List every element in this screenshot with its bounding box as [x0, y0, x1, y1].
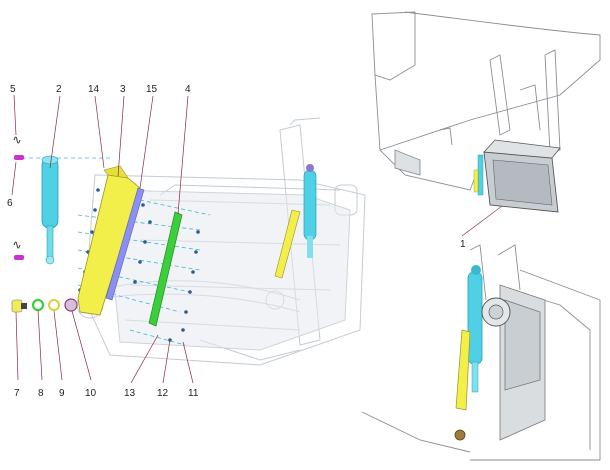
detail-pivot	[481, 297, 511, 327]
callout-6: 6	[7, 198, 13, 209]
bushing-10	[64, 298, 78, 312]
washer-9	[48, 299, 60, 311]
washer-8	[31, 298, 45, 312]
installed-cylinder-ghost	[303, 164, 317, 258]
clip-pin-6-lower	[14, 255, 24, 260]
detail-bracket	[455, 329, 471, 411]
installed-bracket-ghost	[274, 209, 301, 279]
guide-strip-15	[105, 187, 145, 301]
bolt-7	[11, 299, 27, 313]
callout-11: 11	[188, 388, 199, 399]
callout-3: 3	[120, 84, 126, 95]
callout-2: 2	[56, 84, 62, 95]
bracket-flange-14	[103, 165, 129, 179]
location-unit-box	[473, 139, 561, 213]
bolt-screws	[78, 188, 200, 342]
callout-10: 10	[85, 388, 97, 399]
callout-14: 14	[88, 84, 100, 95]
callout-7: 7	[14, 388, 20, 399]
hydraulic-cylinder-2	[41, 155, 59, 265]
callout-5: 5	[10, 84, 16, 95]
clip-pin-6	[14, 155, 24, 160]
callout-15: 15	[146, 84, 158, 95]
callout-4: 4	[185, 84, 191, 95]
detail-frame-plates	[499, 284, 546, 441]
rod-bar-4	[148, 211, 183, 327]
callout-8: 8	[38, 388, 44, 399]
callout-12: 12	[157, 388, 169, 399]
callout-1: 1	[460, 239, 466, 250]
callout-labels: 5 2 14 3 15 4 6 7 8 9 10 13 12 11 1	[7, 84, 466, 399]
clip-spring-5	[13, 136, 21, 249]
callout-9: 9	[59, 388, 65, 399]
callout-13: 13	[124, 388, 136, 399]
location-view	[371, 11, 601, 213]
detail-bushing	[454, 429, 466, 441]
detail-view	[361, 244, 601, 461]
detail-cylinder	[467, 265, 483, 393]
exploded-view	[11, 117, 366, 366]
